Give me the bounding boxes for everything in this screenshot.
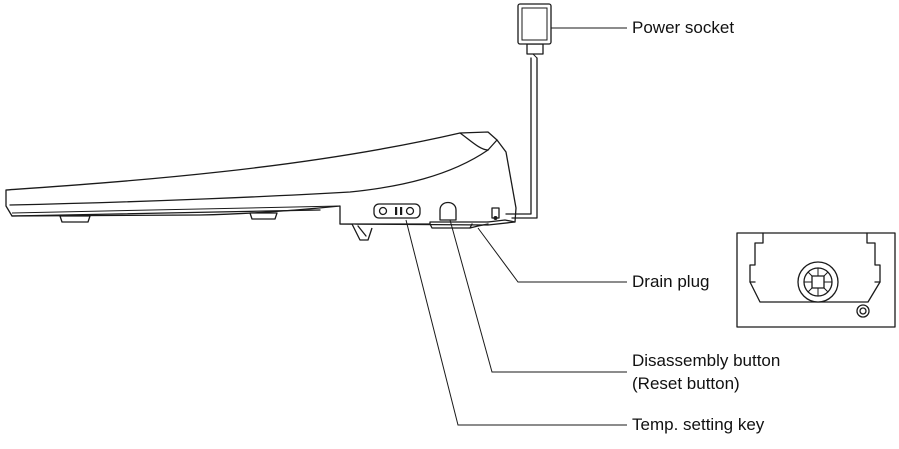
power-socket-plug [517,3,552,45]
temp-setting-key-panel [373,203,421,219]
seat-body [5,131,517,241]
leader-lines [405,27,627,426]
bumper-rear [249,212,278,220]
drain-plug-inset [736,232,896,328]
label-disassembly-button: Disassembly button [632,351,781,370]
rear-screw [491,207,500,220]
leader-drain-plug [477,227,627,283]
label-power-socket: Power socket [632,18,735,37]
label-reset-button: (Reset button) [632,374,740,393]
bumper-front [59,215,91,223]
leader-disassembly-button [449,219,627,373]
disassembly-button-shape [439,201,457,221]
power-cord [505,3,552,219]
label-drain-plug: Drain plug [632,272,710,291]
leader-temp-setting-key [405,219,627,426]
label-temp-setting-key: Temp. setting key [632,415,765,434]
